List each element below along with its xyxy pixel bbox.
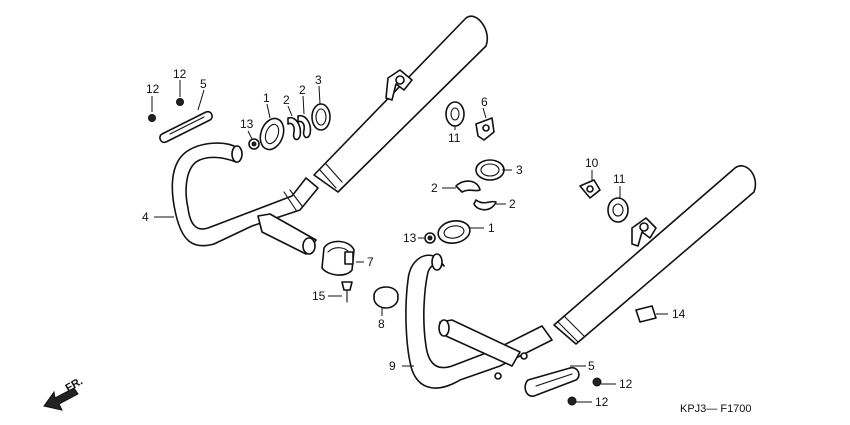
upper-heat-shield-plate bbox=[159, 110, 213, 144]
callout-labels: 12 12 5 1 2 2 3 13 4 7 15 8 11 6 3 2 2 1… bbox=[142, 67, 686, 409]
callout-2: 2 bbox=[431, 181, 438, 195]
callout-4: 4 bbox=[142, 210, 149, 224]
callout-11: 11 bbox=[448, 131, 461, 145]
callout-15: 15 bbox=[312, 289, 326, 303]
upper-collar bbox=[373, 286, 399, 309]
front-direction-marker: FR. bbox=[43, 375, 85, 411]
callout-2: 2 bbox=[299, 83, 306, 97]
leader-lines bbox=[151, 80, 668, 403]
upper-exhaust-pipe bbox=[171, 142, 319, 255]
callout-6: 6 bbox=[481, 95, 488, 109]
callout-5: 5 bbox=[588, 359, 595, 373]
lower-mount-rubbers bbox=[445, 101, 629, 223]
callout-10: 10 bbox=[585, 156, 599, 170]
callout-13: 13 bbox=[240, 117, 254, 131]
diagram-code: KPJ3— F1700 bbox=[680, 403, 752, 415]
upper-joint-clamp bbox=[321, 240, 355, 276]
upper-gasket-stack bbox=[259, 103, 331, 151]
callout-8: 8 bbox=[378, 317, 385, 331]
callout-3: 3 bbox=[315, 73, 322, 87]
callout-12: 12 bbox=[619, 377, 633, 391]
upper-bolts bbox=[148, 98, 353, 303]
lower-gasket-stack bbox=[437, 159, 505, 244]
arrow-forward-icon bbox=[43, 387, 79, 411]
lower-muffler bbox=[553, 165, 757, 345]
direction-label: FR. bbox=[64, 375, 85, 394]
callout-12: 12 bbox=[595, 395, 609, 409]
callout-3: 3 bbox=[516, 163, 523, 177]
callout-11: 11 bbox=[613, 172, 626, 186]
callout-1: 1 bbox=[488, 221, 495, 235]
callout-5: 5 bbox=[200, 77, 207, 91]
callout-14: 14 bbox=[672, 307, 686, 321]
lower-heat-shield-plate bbox=[524, 366, 580, 397]
callout-12: 12 bbox=[173, 67, 187, 81]
callout-2: 2 bbox=[283, 93, 290, 107]
lower-bolts bbox=[424, 232, 657, 406]
callout-9: 9 bbox=[389, 359, 396, 373]
lower-exhaust-pipe bbox=[405, 253, 553, 389]
callout-2: 2 bbox=[509, 197, 516, 211]
callout-13: 13 bbox=[403, 231, 417, 245]
callout-7: 7 bbox=[367, 255, 374, 269]
callout-1: 1 bbox=[263, 91, 270, 105]
callout-12: 12 bbox=[146, 82, 160, 96]
upper-muffler bbox=[313, 15, 489, 193]
